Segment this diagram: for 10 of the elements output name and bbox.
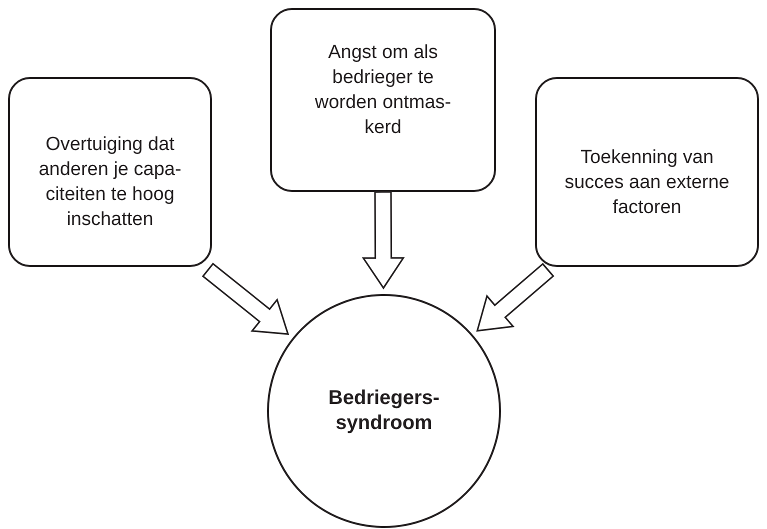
callout-box [535, 77, 759, 267]
block-arrow [362, 191, 405, 290]
concept-title: Bedriegers-syndroom [327, 386, 441, 436]
block-arrow [202, 262, 290, 335]
callout-text: Toekenning van succes aan externe factoren [564, 146, 730, 220]
block-arrow [476, 262, 554, 332]
callout-text: Overtuiging dat anderen je capa-citeiten te hoog inschatten [38, 133, 182, 232]
callout-text: Angst om als bedrieger te worden ontmas-kerd [314, 41, 452, 140]
callout-box [8, 77, 212, 267]
callout-box [270, 8, 496, 192]
